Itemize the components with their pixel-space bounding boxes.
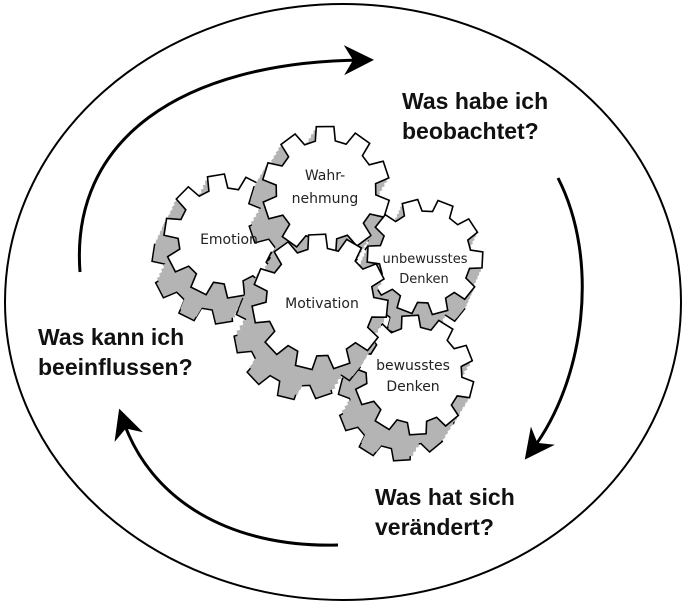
question-influence-line1: Was kann ich [38, 324, 185, 350]
gear-emotion [151, 173, 289, 325]
gear-cluster [151, 125, 484, 462]
gear-label-bewusstes-line1: bewusstes [376, 358, 450, 374]
gear-face [366, 198, 484, 316]
gear-face [251, 233, 389, 371]
question-observed-line1: Was habe ich [402, 88, 549, 114]
arrow-bottom-to-left [114, 408, 339, 547]
gear-label-wahrnehmung-line1: Wahr- [305, 168, 345, 184]
question-changed-line2: verändert? [375, 514, 494, 540]
arrow-left-to-top [77, 45, 374, 273]
question-influence: Was kann ich beeinflussen? [38, 322, 238, 382]
gear-label-motivation: Motivation [285, 296, 359, 312]
gear-face [261, 125, 391, 255]
question-changed: Was hat sich verändert? [375, 482, 575, 542]
gear-unbewusstes-denken [356, 198, 484, 338]
gear-label-bewusstes-line2: Denken [386, 379, 439, 395]
question-influence-line2: beeinflussen? [38, 354, 193, 380]
outer-ellipse [4, 3, 682, 601]
arrow-right-to-bottom [524, 177, 584, 460]
question-changed-line1: Was hat sich [375, 484, 515, 510]
gear-label-unbewusstes-line2: Denken [399, 272, 449, 287]
gear-label-wahrnehmung-line2: nehmung [292, 191, 359, 207]
gear-bewusstes-denken [337, 314, 475, 462]
gear-label-emotion: Emotion [200, 232, 258, 248]
gear-label-unbewusstes-line1: unbewusstes [382, 252, 467, 267]
question-observed-line2: beobachtet? [402, 118, 539, 144]
gear-face [353, 314, 475, 436]
question-observed: Was habe ich beobachtet? [402, 86, 602, 146]
gear-motivation [233, 233, 389, 401]
